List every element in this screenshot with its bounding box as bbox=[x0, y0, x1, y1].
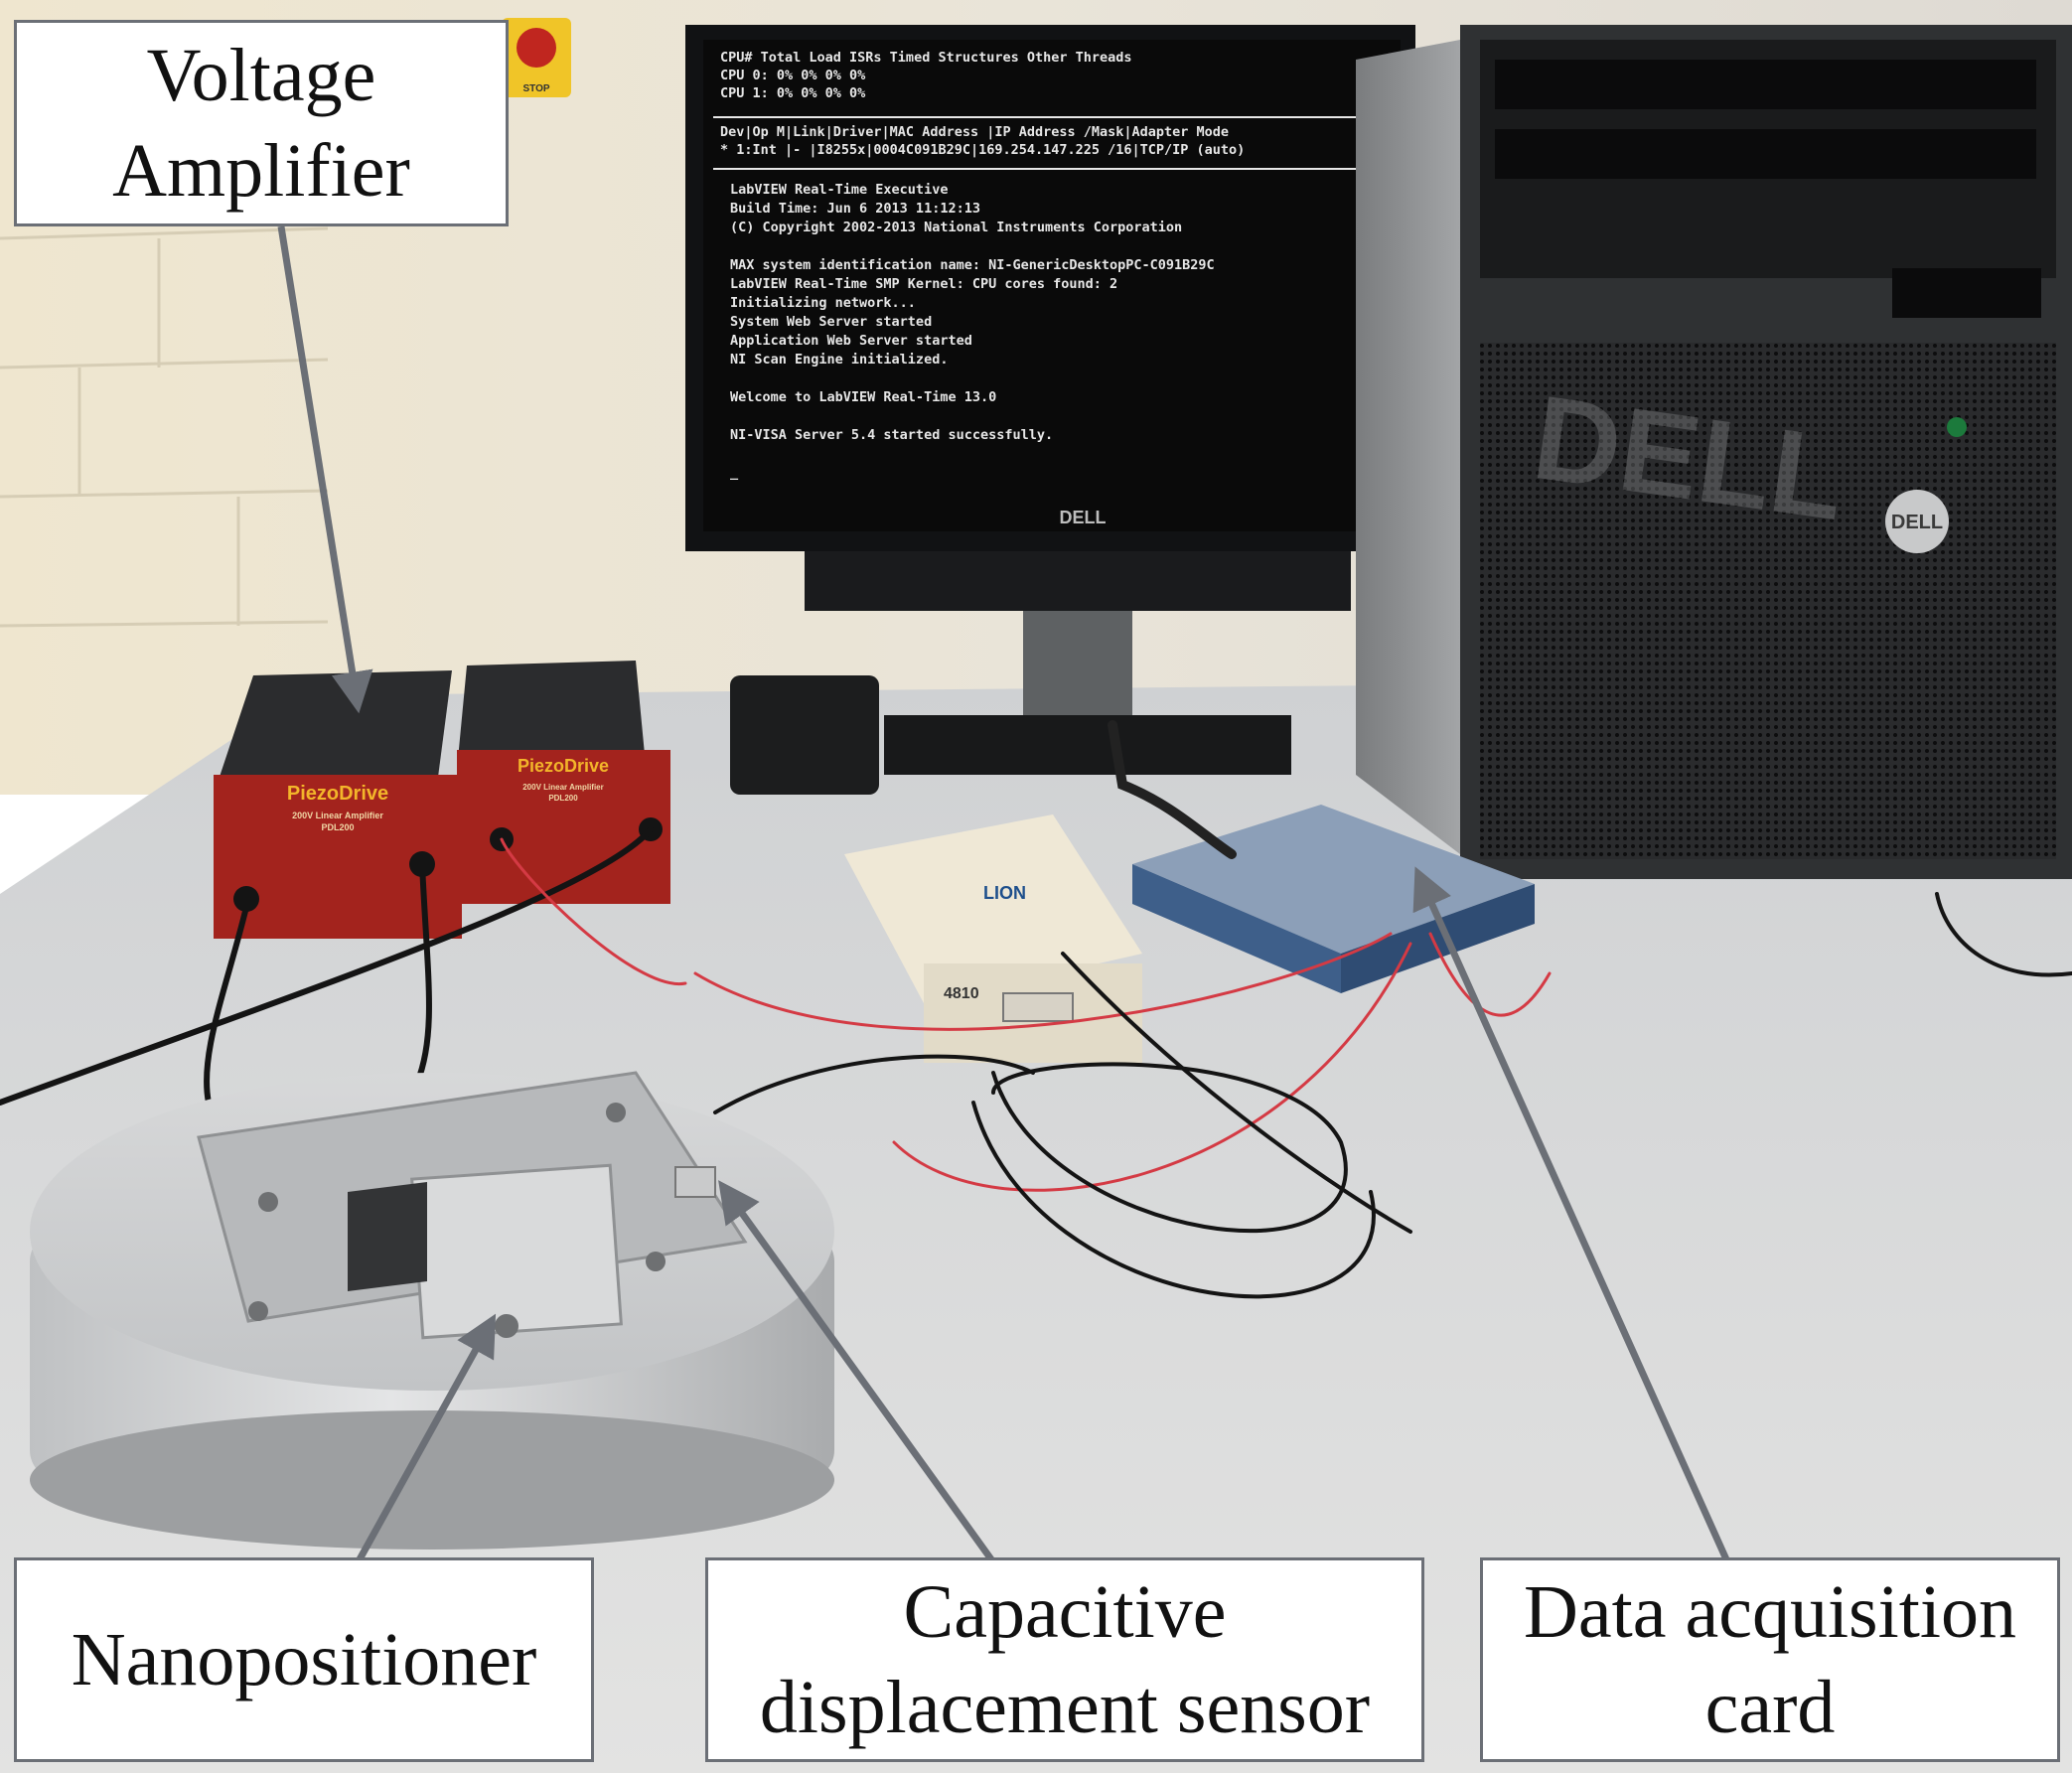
monitor: DELL bbox=[685, 25, 1415, 775]
screen-line: (C) Copyright 2002-2013 National Instrum… bbox=[730, 220, 1182, 235]
screen-line: Build Time: Jun 6 2013 11:12:13 bbox=[730, 201, 980, 217]
arrow-voltage-amplifier bbox=[277, 225, 373, 714]
svg-text:DELL: DELL bbox=[1891, 512, 1943, 533]
screen-line: LabVIEW Real-Time Executive bbox=[730, 182, 948, 198]
svg-text:200V Linear Amplifier: 200V Linear Amplifier bbox=[292, 811, 383, 820]
svg-text:PiezoDrive: PiezoDrive bbox=[287, 783, 388, 805]
label-capacitive-sensor: Capacitive displacement sensor bbox=[705, 1557, 1424, 1762]
svg-text:Dev|Op M|Link|Driver|MAC Addre: Dev|Op M|Link|Driver|MAC Address |IP Add… bbox=[720, 124, 1229, 140]
label-voltage-amplifier-line1: Voltage bbox=[146, 34, 376, 117]
svg-text:PiezoDrive: PiezoDrive bbox=[518, 756, 609, 776]
label-daq-card: Data acquisition card bbox=[1480, 1557, 2060, 1762]
label-arrows bbox=[277, 225, 1730, 1562]
label-daq-card-line1: Data acquisition bbox=[1524, 1570, 2016, 1654]
brick-wall bbox=[0, 226, 329, 628]
screen-line: LabVIEW Real-Time SMP Kernel: CPU cores … bbox=[730, 276, 1117, 292]
label-nanopositioner: Nanopositioner bbox=[14, 1557, 594, 1762]
voltage-amplifier-1: PiezoDrive 200V Linear Amplifier PDL200 bbox=[214, 670, 462, 939]
power-adapter bbox=[730, 675, 879, 795]
svg-text:4810: 4810 bbox=[944, 985, 979, 1002]
arrow-nanopositioner bbox=[356, 1313, 497, 1561]
monitor-screen-text: CPU# Total Load ISRs Timed Structures Ot… bbox=[713, 50, 1391, 481]
screen-line: MAX system identification name: NI-Gener… bbox=[730, 257, 1215, 273]
svg-text:CPU 0: 0% 0%: CPU 0: 0% 0% 0% 0% bbox=[720, 68, 866, 83]
svg-text:DELL: DELL bbox=[1060, 508, 1107, 527]
label-nanopositioner-line1: Nanopositioner bbox=[71, 1618, 537, 1701]
screen-line: _ bbox=[730, 465, 739, 481]
screen-line: Initializing network... bbox=[730, 295, 916, 311]
screen-line: Welcome to LabVIEW Real-Time 13.0 bbox=[730, 389, 996, 405]
desktop-tower: DELL DELL bbox=[1356, 25, 2072, 879]
label-voltage-amplifier: Voltage Amplifier bbox=[14, 20, 509, 226]
label-capacitive-sensor-line2: displacement sensor bbox=[759, 1666, 1371, 1749]
svg-text:CPU# Total Load IS: CPU# Total Load ISRs Timed Structures Ot… bbox=[720, 50, 1132, 66]
emergency-stop: STOP bbox=[502, 18, 571, 97]
screen-line: Application Web Server started bbox=[730, 333, 972, 349]
arrow-capacitive-sensor bbox=[718, 1180, 994, 1562]
nanopositioner-stage bbox=[30, 1071, 834, 1550]
svg-text:PDL200: PDL200 bbox=[548, 794, 578, 803]
screen-line: NI-VISA Server 5.4 started successfully. bbox=[730, 427, 1053, 443]
label-daq-card-line2: card bbox=[1704, 1666, 1836, 1749]
arrow-daq-card bbox=[1412, 866, 1730, 1561]
svg-text:LION: LION bbox=[983, 883, 1026, 903]
label-capacitive-sensor-line1: Capacitive bbox=[903, 1570, 1227, 1654]
voltage-amplifier-2: PiezoDrive 200V Linear Amplifier PDL200 bbox=[457, 661, 670, 904]
svg-text:PDL200: PDL200 bbox=[321, 822, 354, 832]
cables bbox=[0, 720, 2072, 1299]
svg-text:200V Linear Amplifier: 200V Linear Amplifier bbox=[522, 783, 604, 792]
svg-text:* 1:Int |- |I8255x|0004C091B: * 1:Int |- |I8255x|0004C091B29C|169.254.… bbox=[720, 142, 1245, 158]
screen-line: NI Scan Engine initialized. bbox=[730, 352, 948, 368]
svg-text:CPU 1: 0% 0%: CPU 1: 0% 0% 0% 0% bbox=[720, 85, 866, 101]
label-voltage-amplifier-line2: Amplifier bbox=[112, 129, 410, 213]
screen-line: System Web Server started bbox=[730, 314, 932, 330]
svg-text:STOP: STOP bbox=[522, 83, 549, 94]
